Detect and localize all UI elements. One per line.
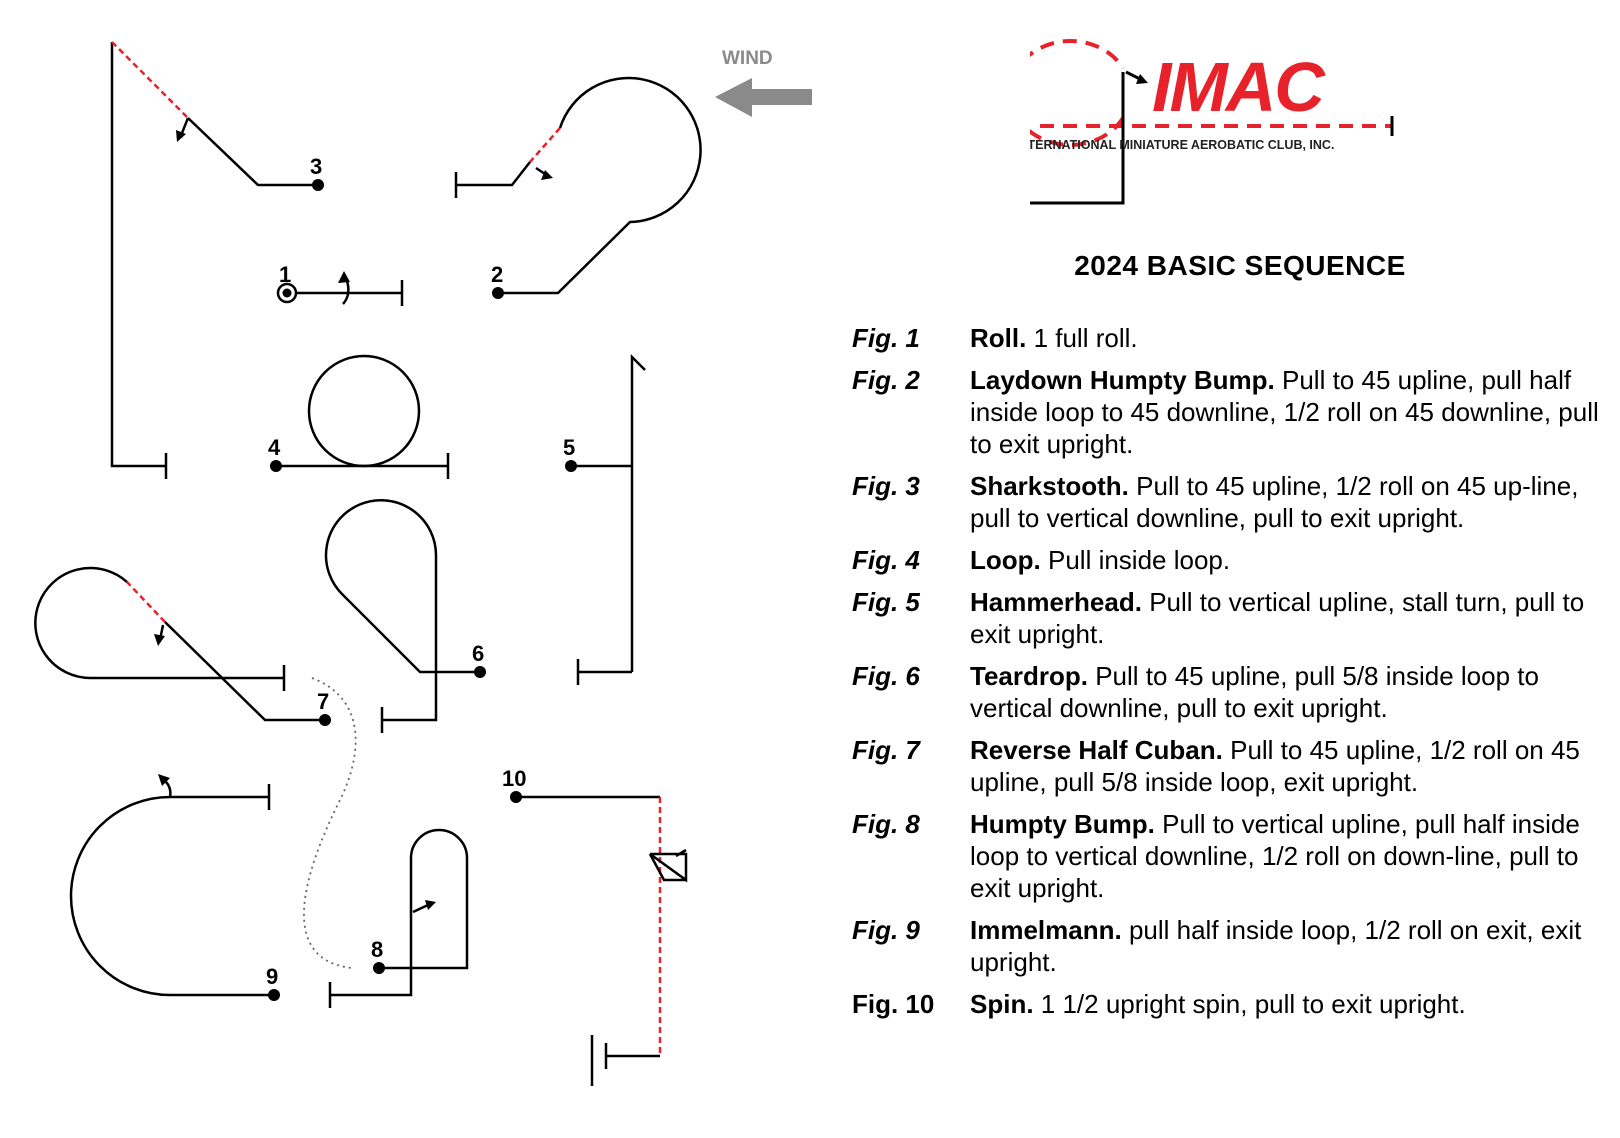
figure-row: Fig. 8 Humpty Bump. Pull to vertical upl…: [852, 808, 1612, 904]
wind-label: WIND: [722, 48, 773, 69]
figure-number: 1: [279, 262, 291, 287]
figure-description: Pull to 45 upline, 1/2 roll on 45 upline…: [970, 735, 1580, 797]
figure-description: 1 1/2 upright spin, pull to exit upright…: [1033, 989, 1466, 1019]
figure-number: 8: [371, 937, 383, 962]
figure-row: Fig. 1 Roll. 1 full roll.: [852, 322, 1612, 354]
figure-label: Fig. 9: [852, 915, 920, 945]
figure-description: Pull to vertical upline, pull half insid…: [970, 809, 1580, 903]
figure-label: Fig. 10: [852, 989, 935, 1019]
figure-number: 6: [472, 641, 484, 666]
figure-10-path: [510, 791, 688, 1086]
figure-name: Laydown Humpty Bump.: [970, 365, 1275, 395]
figure-name: Reverse Half Cuban.: [970, 735, 1223, 765]
figure-name: Spin.: [970, 989, 1034, 1019]
figure-name: Teardrop.: [970, 661, 1088, 691]
spin-symbol-icon: [648, 848, 688, 883]
figure-number: 3: [310, 154, 322, 179]
figure-6-path: [324, 499, 486, 733]
figure-list: Fig. 1 Roll. 1 full roll. Fig. 2 Laydown…: [852, 322, 1612, 1030]
figure-row: Fig. 5 Hammerhead. Pull to vertical upli…: [852, 586, 1612, 650]
figure-label: Fig. 8: [852, 809, 920, 839]
figure-description: Pull to 45 upline, 1/2 roll on 45 up-lin…: [970, 471, 1579, 533]
figure-4-path: [270, 354, 450, 479]
figure-row: Fig. 6 Teardrop. Pull to 45 upline, pull…: [852, 660, 1612, 724]
figure-label: Fig. 3: [852, 471, 920, 501]
figure-label: Fig. 7: [852, 735, 920, 765]
figure-description: Pull to 45 upline, pull half inside loop…: [970, 365, 1599, 459]
figure-1-path: [276, 271, 404, 306]
figure-7-path: [34, 566, 331, 726]
figure-name: Immelmann.: [970, 915, 1122, 945]
figure-name: Loop.: [970, 545, 1041, 575]
figure-name: Roll.: [970, 323, 1027, 353]
figure-name: Sharkstooth.: [970, 471, 1129, 501]
figure-label: Fig. 1: [852, 323, 920, 353]
figure-row: Fig. 10 Spin. 1 1/2 upright spin, pull t…: [852, 988, 1612, 1020]
figure-row: Fig. 7 Reverse Half Cuban. Pull to 45 up…: [852, 734, 1612, 798]
figure-name: Hammerhead.: [970, 587, 1142, 617]
figure-row: Fig. 3 Sharkstooth. Pull to 45 upline, 1…: [852, 470, 1612, 534]
sequence-diagram: WIND: [34, 41, 812, 1086]
figure-label: Fig. 5: [852, 587, 920, 617]
figure-number: 5: [563, 435, 575, 460]
imac-logo: IMAC INTERNATIONAL MINIATURE AEROBATIC C…: [1030, 39, 1394, 205]
figure-name: Humpty Bump.: [970, 809, 1155, 839]
figure-5-path: [565, 353, 646, 685]
figure-2-path: [454, 76, 702, 299]
figure-description: Pull to vertical upline, stall turn, pul…: [970, 587, 1585, 649]
logo-loop-icon: [1030, 39, 1125, 147]
figure-9-path: [69, 774, 280, 1001]
figure-row: Fig. 2 Laydown Humpty Bump. Pull to 45 u…: [852, 364, 1612, 460]
figure-description: Pull to 45 upline, pull 5/8 inside loop …: [970, 661, 1539, 723]
figure-number: 4: [268, 435, 281, 460]
figure-3-path: [110, 41, 324, 479]
wind-arrow-icon: [715, 78, 812, 117]
figure-number: 10: [502, 766, 526, 791]
figure-row: Fig. 4 Loop. Pull inside loop.: [852, 544, 1612, 576]
figure-number: 9: [266, 964, 278, 989]
figure-8-path: [328, 828, 469, 1008]
figure-description: Pull inside loop.: [1040, 545, 1231, 575]
logo-text: IMAC: [1152, 48, 1326, 126]
club-name: INTERNATIONAL MINIATURE AEROBATIC CLUB, …: [1030, 138, 1334, 152]
sequence-title: 2024 BASIC SEQUENCE: [1074, 250, 1406, 281]
figure-number: 2: [491, 262, 503, 287]
figure-description: 1 full roll.: [1026, 323, 1138, 353]
figure-row: Fig. 9 Immelmann. pull half inside loop,…: [852, 914, 1612, 978]
figure-description: pull half inside loop, 1/2 roll on exit,…: [970, 915, 1582, 977]
figure-label: Fig. 2: [852, 365, 920, 395]
figure-label: Fig. 4: [852, 545, 920, 575]
figure-label: Fig. 6: [852, 661, 920, 691]
figure-number: 7: [317, 689, 329, 714]
